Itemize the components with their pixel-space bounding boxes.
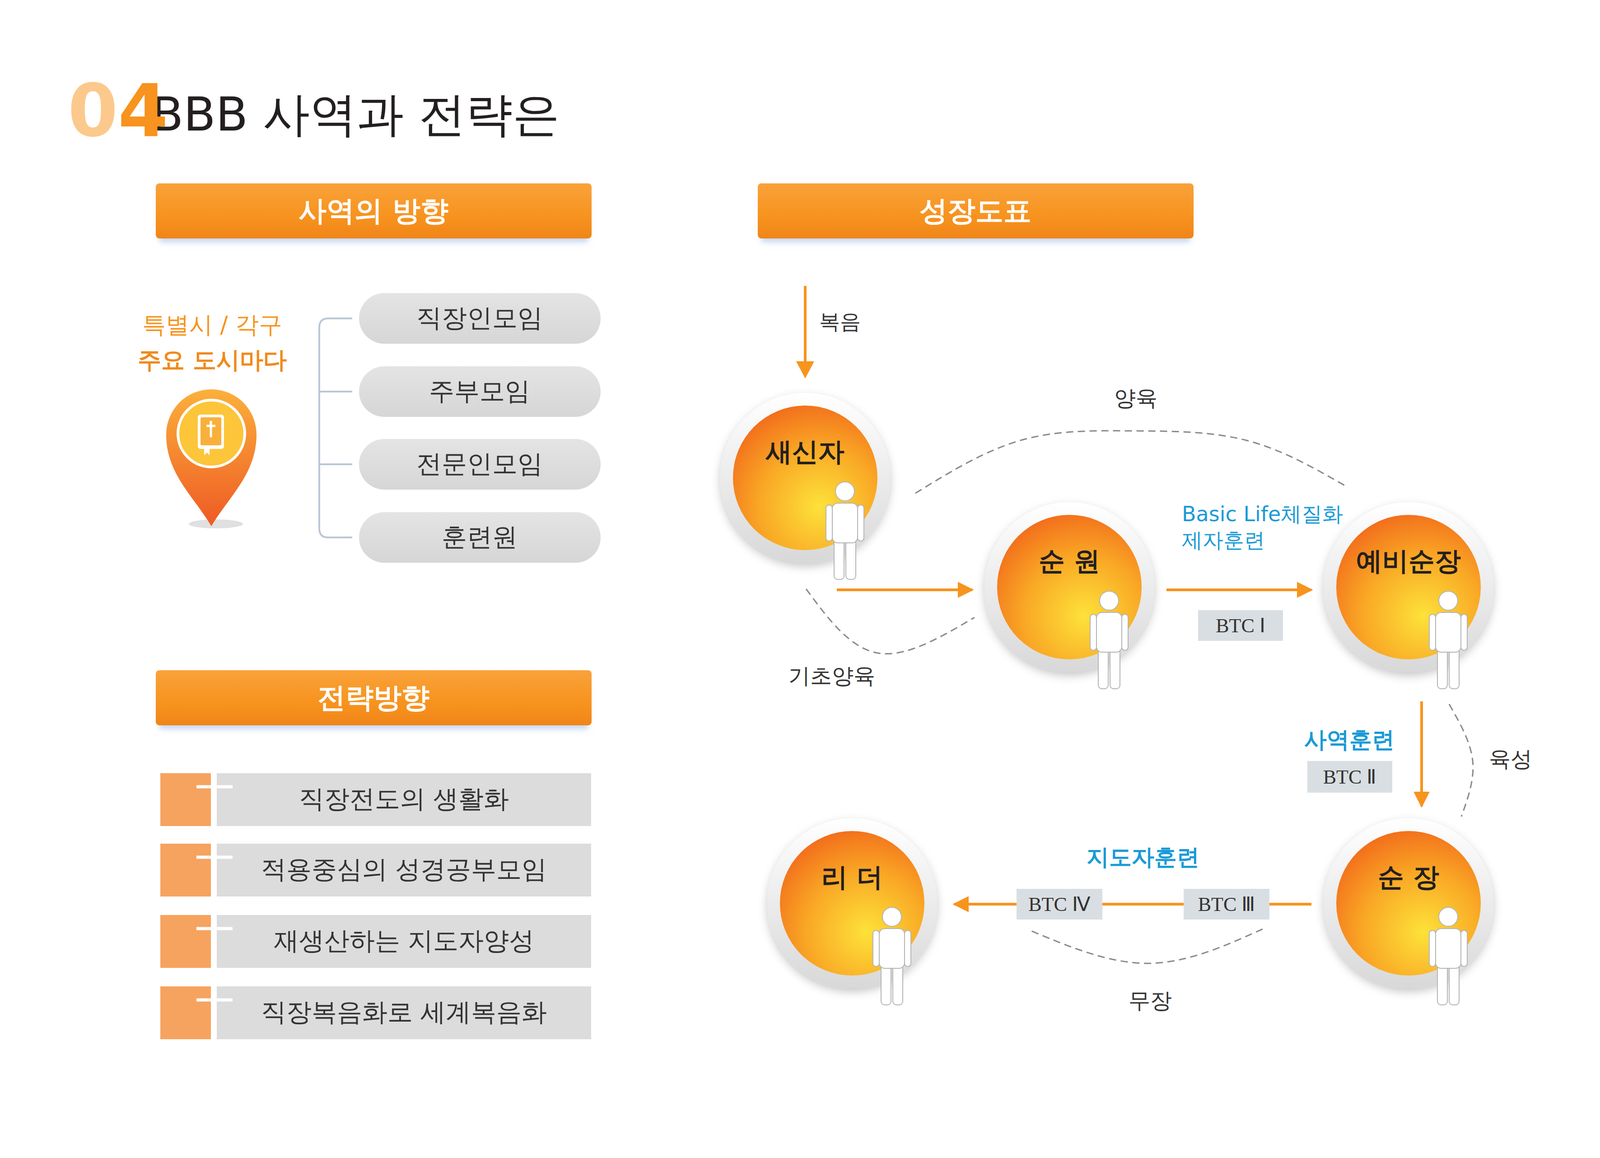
edge-label: 양육 (1111, 384, 1161, 412)
cross-mark (160, 914, 233, 933)
location-note: 주요 도시마다 (137, 347, 287, 374)
gospel-arrow (803, 285, 807, 365)
bracket (319, 318, 353, 538)
stage-circle: 리 더 (765, 816, 939, 990)
disc (779, 830, 925, 976)
section-band: 전략방향 (155, 670, 592, 726)
stage-circle: 순 원 (982, 500, 1157, 674)
stage-circle: 순 장 (1321, 816, 1496, 990)
stage-name: 새신자 (718, 436, 892, 468)
stage-circle-shape (765, 816, 939, 990)
strategy-row: 직장전도의 생활화 (160, 773, 592, 826)
box-label: 훈련원 (441, 520, 518, 555)
cross-mark (160, 986, 233, 1005)
strategy-row: 재생산하는 지도자양성 (160, 914, 592, 968)
cross-mark (160, 843, 233, 862)
section-band: 성장도표 (757, 183, 1194, 239)
flow-arrow (1269, 902, 1312, 906)
dashed-connector (915, 430, 1348, 494)
flow-label: 복음 (819, 310, 861, 334)
edge-label: 기초양육 (785, 662, 878, 690)
course-box: BTC Ⅰ (1198, 610, 1283, 641)
edge-label: 지도자훈련 (1083, 843, 1203, 872)
category-pill: 주부모임 (359, 366, 601, 417)
box-label: 사역의 방향 (298, 191, 449, 230)
strategy-row: 적용중심의 성경공부모임 (160, 843, 592, 897)
person-icon (825, 481, 864, 580)
disc (997, 514, 1142, 660)
stage-circle: 새신자 (718, 391, 892, 565)
box-label: 전문인모임 (416, 447, 543, 482)
flow-arrow (1102, 902, 1184, 906)
flow-arrow (1166, 588, 1312, 592)
box-label: 재생산하는 지도자양성 (273, 923, 535, 959)
ring (767, 818, 938, 989)
box-label: 직장전도의 생활화 (298, 782, 510, 817)
page-title: BBB 사역과 전략은 (151, 83, 560, 147)
category-pill: 직장인모임 (359, 293, 601, 344)
course-code: BTC Ⅰ (1215, 613, 1266, 638)
person-icon (1090, 591, 1129, 689)
ring (984, 502, 1155, 672)
edge-label: 사역훈련 (1301, 725, 1398, 755)
flow-arrow (954, 902, 1017, 906)
category-pill: 훈련원 (359, 512, 601, 563)
stage-name: 예비순장 (1321, 545, 1496, 578)
stage-circle: 예비순장 (1321, 500, 1496, 674)
box-label: 직장복음화로 세계복음화 (261, 995, 548, 1030)
ring (720, 392, 891, 563)
cross-mark (160, 773, 233, 792)
course-code: BTC Ⅲ (1198, 892, 1256, 916)
ring (1323, 502, 1494, 672)
box-label: 전략방향 (317, 678, 430, 717)
box-label: 적용중심의 성경공부모임 (261, 852, 548, 887)
person-icon (1429, 591, 1468, 689)
course-code: BTC Ⅱ (1323, 765, 1377, 789)
course-box: BTC Ⅲ (1183, 888, 1270, 920)
flow-arrow (1420, 701, 1423, 807)
box-label: 주부모임 (429, 374, 531, 409)
disc (1336, 830, 1481, 976)
stage-name: 순 원 (982, 545, 1157, 578)
gospel-arrowhead (796, 361, 815, 379)
course-box: BTC Ⅱ (1307, 760, 1393, 793)
dashed-connector (806, 588, 975, 654)
section-number: 04 (67, 71, 169, 151)
stage-circle-shape (1321, 500, 1496, 674)
course-box: BTC Ⅳ (1016, 888, 1103, 920)
disc (1336, 514, 1481, 660)
category-pill: 전문인모임 (359, 438, 601, 490)
dashed-connector (1449, 704, 1474, 817)
location-pin (166, 389, 257, 529)
edge-label: Basic Life체질화 제자훈련 (1181, 501, 1381, 554)
strategy-row: 직장복음화로 세계복음화 (160, 986, 592, 1040)
stage-circle-shape (718, 391, 892, 565)
ring (1323, 818, 1494, 989)
disc (732, 405, 878, 551)
edge-label: 육성 (1486, 745, 1535, 773)
edge-label: 무장 (1125, 986, 1175, 1014)
stage-name: 순 장 (1321, 861, 1496, 894)
box-label: 성장도표 (919, 191, 1032, 230)
stage-name: 리 더 (765, 861, 939, 894)
stage-circle-shape (982, 500, 1157, 674)
box-label: 직장인모임 (416, 301, 543, 336)
course-code: BTC Ⅳ (1028, 892, 1091, 916)
person-icon (1429, 907, 1468, 1005)
section-band: 사역의 방향 (155, 183, 592, 239)
flow-arrow (836, 588, 973, 592)
stage-circle-shape (1321, 816, 1496, 990)
dashed-connector (1030, 928, 1263, 964)
location-note: 특별시 / 각구 (142, 312, 283, 338)
person-icon (872, 907, 911, 1005)
